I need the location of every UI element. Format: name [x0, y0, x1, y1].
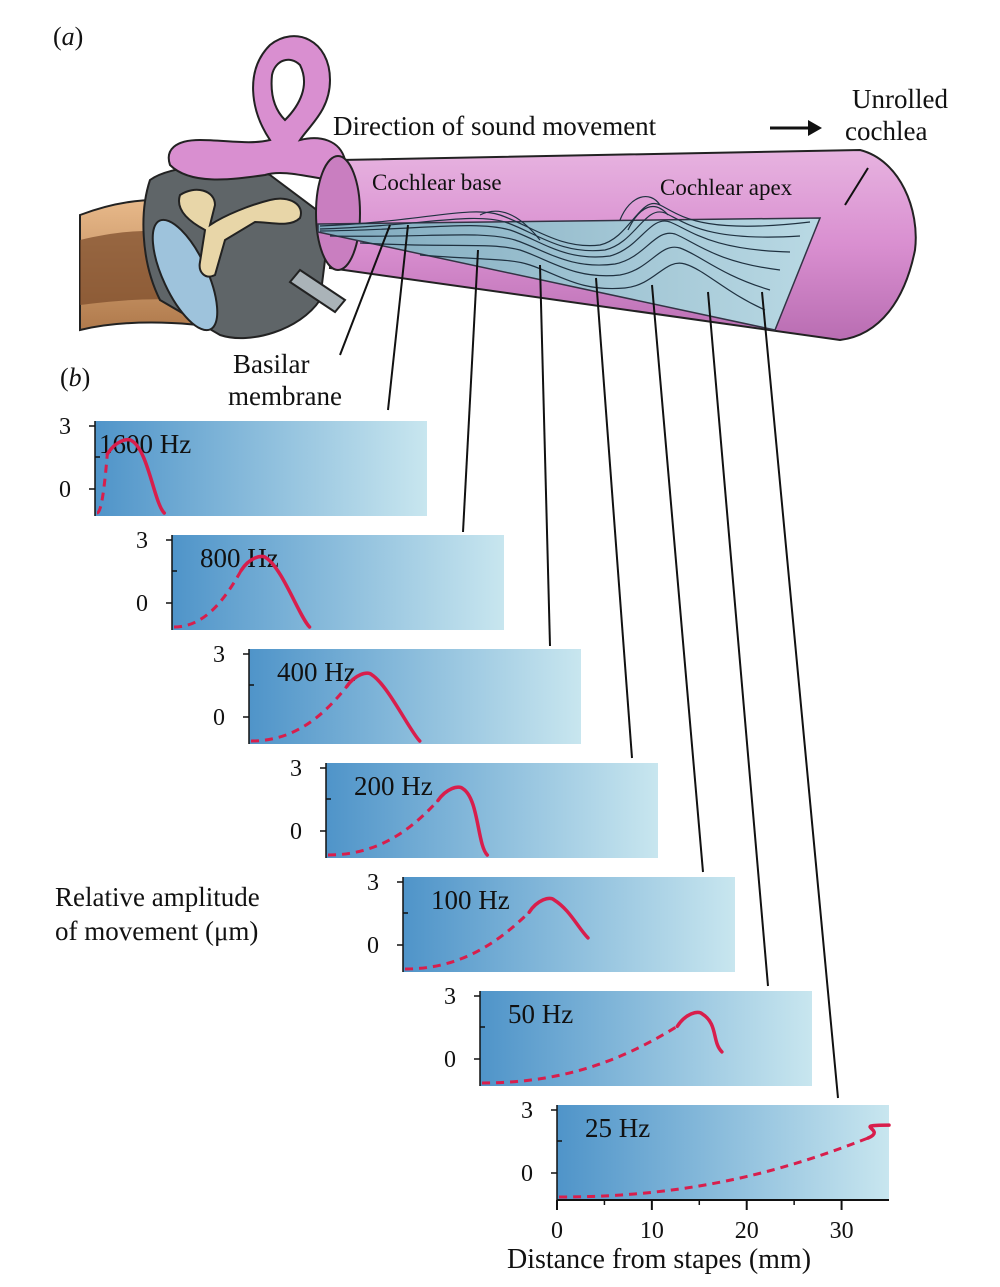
leader-lines: [339, 167, 869, 1099]
panel-100hz: 3 0 100 Hz: [367, 870, 735, 972]
x-tick-label: 10: [640, 1218, 664, 1244]
y-tick-label-bottom: 0: [444, 1047, 456, 1073]
panel-50hz: 3 0 50 Hz: [444, 984, 812, 1086]
unrolled-cochlea-label-2: cochlea: [845, 116, 927, 146]
y-tick-label-bottom: 0: [367, 933, 379, 959]
cochlear-base-disc: [315, 155, 361, 271]
frequency-label: 200 Hz: [354, 771, 433, 801]
x-axis: 0 10 20 30: [551, 1199, 889, 1244]
curve-peak: [527, 896, 590, 940]
membrane-waves: [319, 196, 811, 311]
curve-peak: [675, 1010, 724, 1054]
frequency-label: 25 Hz: [585, 1113, 650, 1143]
y-tick-label-bottom: 0: [59, 477, 71, 503]
y-tick-label-top: 3: [136, 528, 148, 554]
panel-1600hz: 3 0 1600 Hz: [59, 414, 427, 516]
curve-rise: [558, 1136, 869, 1199]
y-tick-label-top: 3: [290, 756, 302, 782]
curve-rise: [327, 799, 440, 857]
panel-background: [326, 763, 658, 858]
x-tick-label: 20: [735, 1218, 759, 1244]
panel-background: [249, 649, 581, 744]
y-tick-label-bottom: 0: [521, 1161, 533, 1187]
y-axis-label-2: of movement (μm): [55, 916, 258, 946]
panel-a: (a) Direction of sound movement Unrolled…: [53, 22, 948, 1099]
cochlear-base-label: Cochlear base: [372, 170, 502, 195]
y-tick-label-bottom: 0: [290, 819, 302, 845]
panel-background: [172, 535, 504, 630]
panel-background: [403, 877, 735, 972]
curve-peak: [866, 1123, 891, 1140]
x-tick-label: 0: [551, 1218, 563, 1244]
direction-label: Direction of sound movement: [333, 111, 657, 141]
panel-background: [95, 421, 427, 516]
curve-rise: [250, 685, 348, 743]
y-tick-label-top: 3: [59, 414, 71, 440]
y-tick-label-top: 3: [444, 984, 456, 1010]
curve-rise: [95, 453, 109, 515]
y-tick-label-top: 3: [213, 642, 225, 668]
semicircular-canals: [167, 35, 347, 182]
frequency-label: 1600 Hz: [99, 429, 191, 459]
frequency-label: 100 Hz: [431, 885, 510, 915]
cochlear-apex-label: Cochlear apex: [660, 175, 793, 200]
curve-rise: [481, 1025, 679, 1085]
panel-200hz: 3 0 200 Hz: [290, 756, 658, 858]
panel-background: [557, 1105, 889, 1200]
panel-25hz: 3 0 25 Hz: [521, 1098, 891, 1200]
y-axis-label-1: Relative amplitude: [55, 882, 260, 912]
panel-b: (b) Relative amplitude of movement (μm) …: [55, 363, 891, 1275]
basilar-membrane-surface: [317, 217, 822, 331]
unrolled-cochlea-label-1: Unrolled: [852, 84, 948, 114]
curve-rise: [404, 911, 531, 971]
y-tick-label-top: 3: [367, 870, 379, 896]
panel-400hz: 3 0 400 Hz: [213, 642, 581, 744]
panel-b-label: (b): [60, 363, 90, 392]
curve-rise: [173, 569, 243, 629]
direction-arrow-icon: [770, 120, 822, 136]
frequency-label: 50 Hz: [508, 999, 573, 1029]
y-tick-label-bottom: 0: [213, 705, 225, 731]
basilar-membrane-label-1: Basilar: [233, 349, 309, 379]
curve-peak: [344, 671, 422, 743]
x-tick-label: 30: [830, 1218, 854, 1244]
frequency-label: 400 Hz: [277, 657, 356, 687]
basilar-membrane-label-2: membrane: [228, 381, 342, 411]
panel-background: [480, 991, 812, 1086]
panel-a-label: (a): [53, 22, 83, 51]
curve-peak: [436, 785, 490, 857]
y-tick-label-top: 3: [521, 1098, 533, 1124]
ossicles: [178, 188, 302, 278]
curve-peak: [239, 554, 312, 629]
x-axis-label: Distance from stapes (mm): [507, 1244, 811, 1275]
curve-peak: [105, 437, 166, 515]
y-tick-label-bottom: 0: [136, 591, 148, 617]
